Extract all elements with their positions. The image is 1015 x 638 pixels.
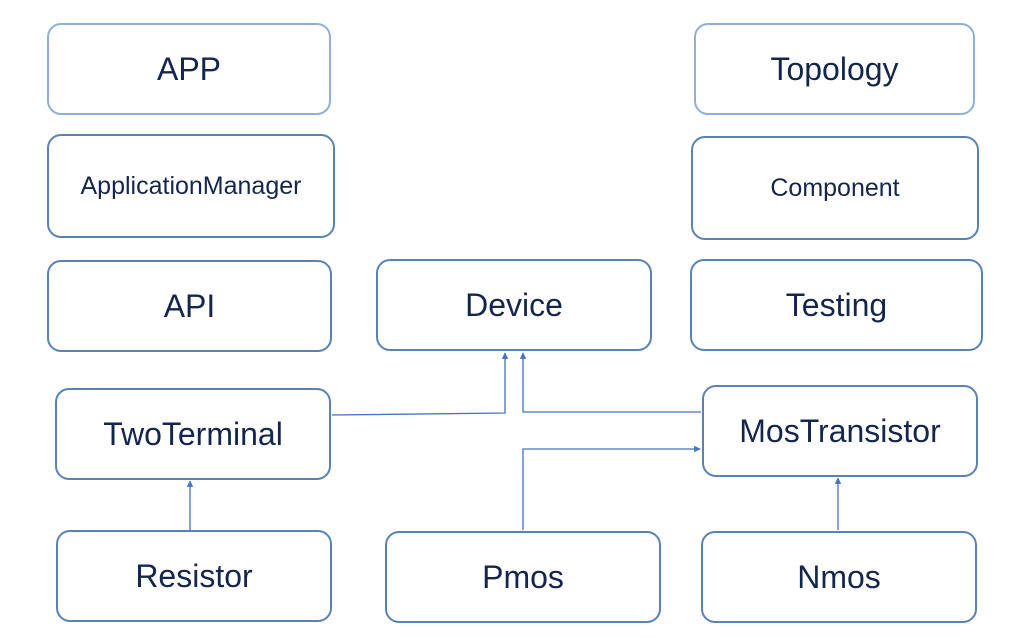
node-device-label: Device [465, 286, 563, 323]
node-api: API [47, 260, 332, 352]
connector-pmos-to-mostransistor [522, 445, 701, 530]
node-api-label: API [163, 287, 216, 324]
node-two-terminal: TwoTerminal [55, 388, 331, 480]
node-application-manager: ApplicationManager [47, 134, 335, 238]
node-pmos-label: Pmos [482, 558, 564, 595]
node-app-label: APP [156, 50, 222, 87]
node-topology-label: Topology [770, 50, 899, 87]
node-resistor-label: Resistor [135, 557, 253, 594]
node-topology: Topology [694, 23, 975, 115]
node-mos-transistor: MosTransistor [702, 385, 978, 477]
node-mos-transistor-label: MosTransistor [739, 412, 941, 449]
node-testing: Testing [690, 259, 983, 351]
node-application-manager-label: ApplicationManager [80, 171, 302, 200]
node-two-terminal-label: TwoTerminal [103, 415, 283, 452]
node-nmos: Nmos [701, 531, 977, 623]
node-nmos-label: Nmos [797, 558, 881, 595]
connector-mostransistor-to-device [519, 352, 701, 413]
node-device: Device [376, 259, 652, 351]
node-component-label: Component [770, 173, 900, 202]
node-resistor: Resistor [56, 530, 332, 622]
node-component: Component [691, 136, 979, 240]
connector-twoterminal-to-device [331, 352, 509, 416]
node-pmos: Pmos [385, 531, 661, 623]
node-app: APP [47, 23, 331, 115]
node-testing-label: Testing [785, 286, 888, 323]
